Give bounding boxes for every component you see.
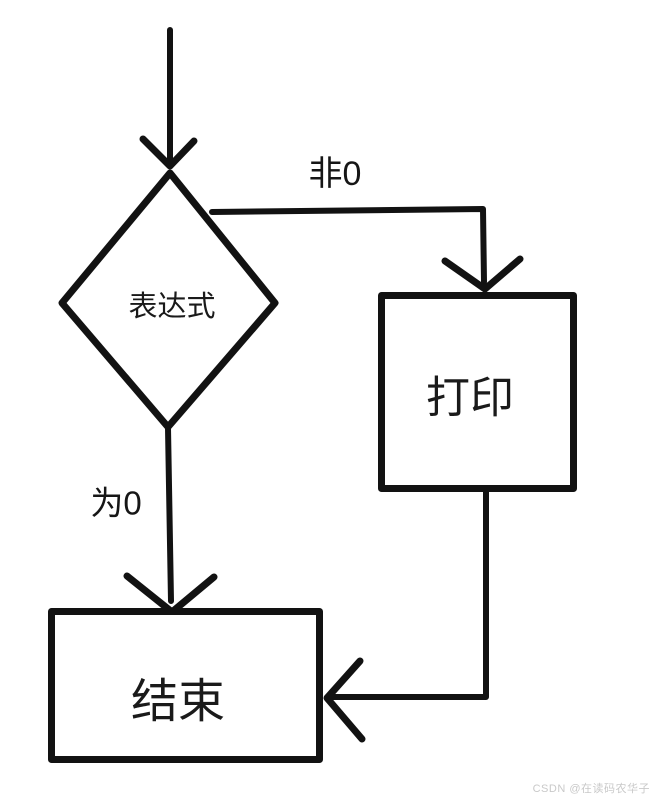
edge-print-to-end-arrowhead-left-icon [323,657,366,743]
edge-print-to-end-line [330,488,489,700]
process-end-shape [48,608,323,763]
ink-strokes [48,27,577,763]
process-print-label: 打印 [426,374,514,423]
process-print-shape [378,292,577,492]
edge-nonzero-line [209,206,487,285]
watermark: CSDN @在读码农华子 [533,781,650,795]
edge-zero-line [165,425,174,604]
edge-label-nonzero: 非0 [309,155,362,193]
edge-nonzero-arrowhead-down-icon [441,255,524,293]
decision-expression-label: 表达式 [128,290,215,323]
process-end-label: 结束 [131,675,225,728]
edge-label-zero: 为0 [90,485,141,522]
entry-arrowhead-down-icon [139,135,198,170]
